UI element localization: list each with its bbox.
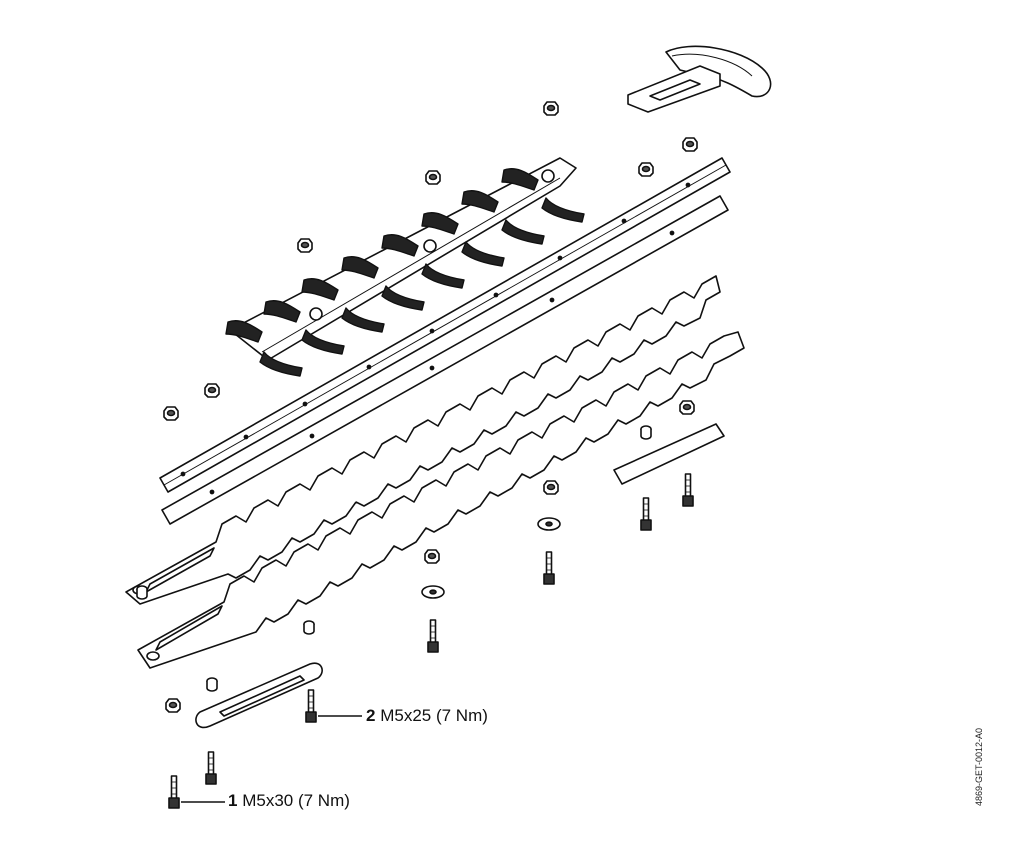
- callout-2-text: M5x25 (7 Nm): [380, 706, 488, 725]
- guide-bar-lower: [161, 195, 729, 525]
- callout-1-text: M5x30 (7 Nm): [242, 791, 350, 810]
- hand-guard: [627, 45, 772, 113]
- clamp-plate-right: [613, 423, 725, 485]
- cutter-carrier: [225, 157, 585, 377]
- washers: [421, 517, 561, 599]
- callout-2-number: 2: [366, 706, 376, 725]
- guide-bar-upper: [159, 157, 731, 493]
- cutter-blade-upper: [125, 275, 721, 605]
- clamp-plate-left: [195, 662, 323, 729]
- callout-2: 2 M5x25 (7 Nm): [366, 706, 488, 726]
- callout-1: 1 M5x30 (7 Nm): [228, 791, 350, 811]
- document-code: 4869-GET-0012-A0: [974, 727, 984, 806]
- callout-1-number: 1: [228, 791, 238, 810]
- cutter-blade-lower: [137, 331, 745, 669]
